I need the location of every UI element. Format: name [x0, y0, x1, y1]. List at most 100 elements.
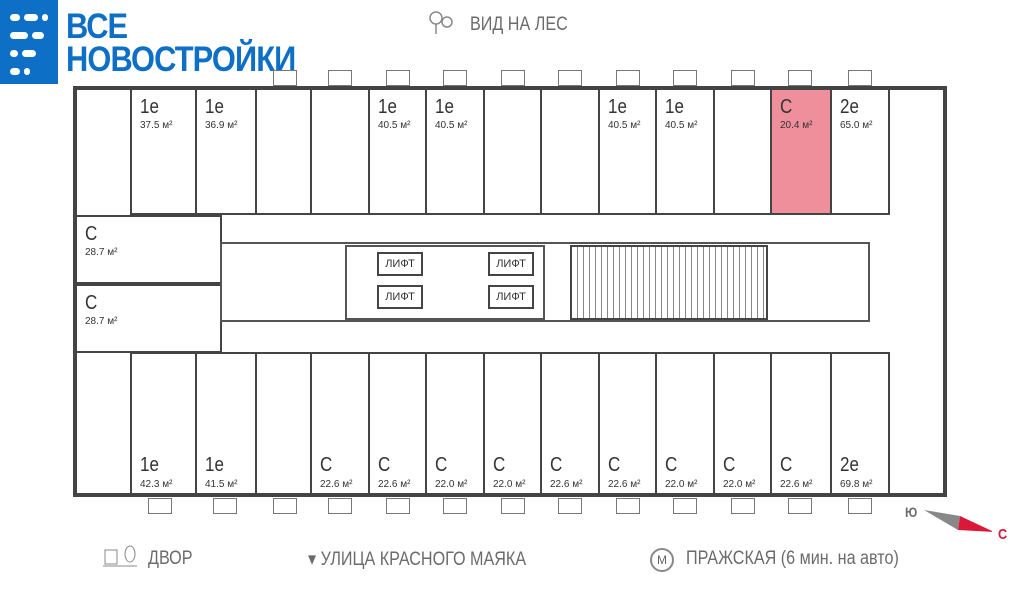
balcony [673, 70, 697, 86]
unit-area: 36.9 м² [205, 120, 238, 131]
compass-south: Ю [905, 504, 918, 520]
apartment-unit[interactable]: 1e 37.5 м² [130, 88, 197, 215]
unit-type: С [493, 454, 506, 476]
balcony [273, 70, 297, 86]
unit-type: С [85, 292, 98, 314]
balcony [788, 70, 812, 86]
unit-type: С [665, 454, 678, 476]
unit-area: 40.5 м² [608, 120, 641, 131]
unit-type: С [608, 454, 621, 476]
apartment-unit[interactable]: 2e 69.8 м² [830, 352, 890, 495]
unit-area: 40.5 м² [378, 120, 411, 131]
unit-area: 22.6 м² [320, 479, 353, 490]
apartment-unit[interactable]: 1e 40.5 м² [425, 88, 485, 215]
lift: ЛИФТ [488, 252, 534, 276]
unit-area: 22.6 м² [378, 479, 411, 490]
corridor [220, 242, 870, 322]
apartment-unit[interactable]: С 22.6 м² [310, 352, 370, 495]
unit-type: С [435, 454, 448, 476]
staircase [570, 245, 768, 320]
unit-type: 1e [205, 454, 224, 476]
unit-area: 40.5 м² [435, 120, 468, 131]
apartment-unit[interactable] [483, 88, 542, 215]
apartment-unit[interactable]: С 22.6 м² [598, 352, 657, 495]
balcony [501, 498, 525, 514]
balcony [328, 498, 352, 514]
metro-label: ПРАЖСКАЯ (6 мин. на авто) [686, 548, 899, 569]
balcony [731, 498, 755, 514]
compass-icon [924, 510, 992, 532]
lift: ЛИФТ [488, 285, 534, 309]
apartment-unit[interactable]: С 22.0 м² [713, 352, 772, 495]
apartment-unit[interactable]: 1e 40.5 м² [655, 88, 715, 215]
lift-hall [345, 245, 545, 320]
unit-area: 65.0 м² [840, 120, 873, 131]
unit-type: С [320, 454, 333, 476]
apartment-unit[interactable]: 2e 65.0 м² [830, 88, 890, 215]
unit-area: 22.0 м² [723, 479, 756, 490]
balcony [673, 498, 697, 514]
balcony [788, 498, 812, 514]
apartment-unit[interactable]: 1e 41.5 м² [195, 352, 257, 495]
apartment-unit[interactable] [540, 88, 600, 215]
balcony [558, 70, 582, 86]
unit-area: 28.7 м² [85, 247, 118, 258]
view-forest-label: ВИД НА ЛЕС [470, 14, 568, 35]
balcony [848, 70, 872, 86]
apartment-unit[interactable] [255, 352, 312, 495]
yard-label: ДВОР [148, 548, 193, 569]
unit-type: 1e [140, 454, 159, 476]
compass-north: С [998, 526, 1008, 543]
apartment-unit[interactable]: 1e 42.3 м² [130, 352, 197, 495]
apartment-unit[interactable] [713, 88, 772, 215]
balcony [848, 498, 872, 514]
balcony [213, 498, 237, 514]
balcony [558, 498, 582, 514]
unit-type: С [723, 454, 736, 476]
apartment-unit[interactable] [255, 88, 312, 215]
unit-area: 42.3 м² [140, 479, 173, 490]
balcony [273, 498, 297, 514]
unit-area: 41.5 м² [205, 479, 238, 490]
apartment-unit[interactable]: С 22.6 м² [540, 352, 600, 495]
apartment-unit[interactable]: 1e 40.5 м² [598, 88, 657, 215]
unit-area: 37.5 м² [140, 120, 173, 131]
unit-type: 1e [665, 96, 684, 118]
unit-type: С [780, 454, 793, 476]
unit-type: 2e [840, 96, 859, 118]
tree-icon [429, 11, 453, 34]
apartment-unit[interactable]: С 28.7 м² [75, 284, 222, 353]
lift: ЛИФТ [377, 285, 423, 309]
balcony [328, 70, 352, 86]
balcony [386, 498, 410, 514]
unit-area: 40.5 м² [665, 120, 698, 131]
apartment-unit[interactable] [310, 88, 370, 215]
balcony [616, 498, 640, 514]
unit-type: 1e [140, 96, 159, 118]
unit-type: С [550, 454, 563, 476]
balcony [386, 70, 410, 86]
balcony [443, 498, 467, 514]
balcony [148, 498, 172, 514]
apartment-unit[interactable]: 1e 40.5 м² [368, 88, 427, 215]
unit-type: 2e [840, 454, 859, 476]
street-label: ▾ УЛИЦА КРАСНОГО МАЯКА [308, 549, 527, 570]
unit-area: 22.0 м² [435, 479, 468, 490]
unit-type: 1e [378, 96, 397, 118]
apartment-unit[interactable]: С 22.0 м² [425, 352, 485, 495]
unit-type: 1e [435, 96, 454, 118]
unit-type: 1e [608, 96, 627, 118]
unit-area: 22.6 м² [608, 479, 641, 490]
unit-area: 22.6 м² [550, 479, 583, 490]
unit-area: 28.7 м² [85, 316, 118, 327]
unit-area: 69.8 м² [840, 479, 873, 490]
